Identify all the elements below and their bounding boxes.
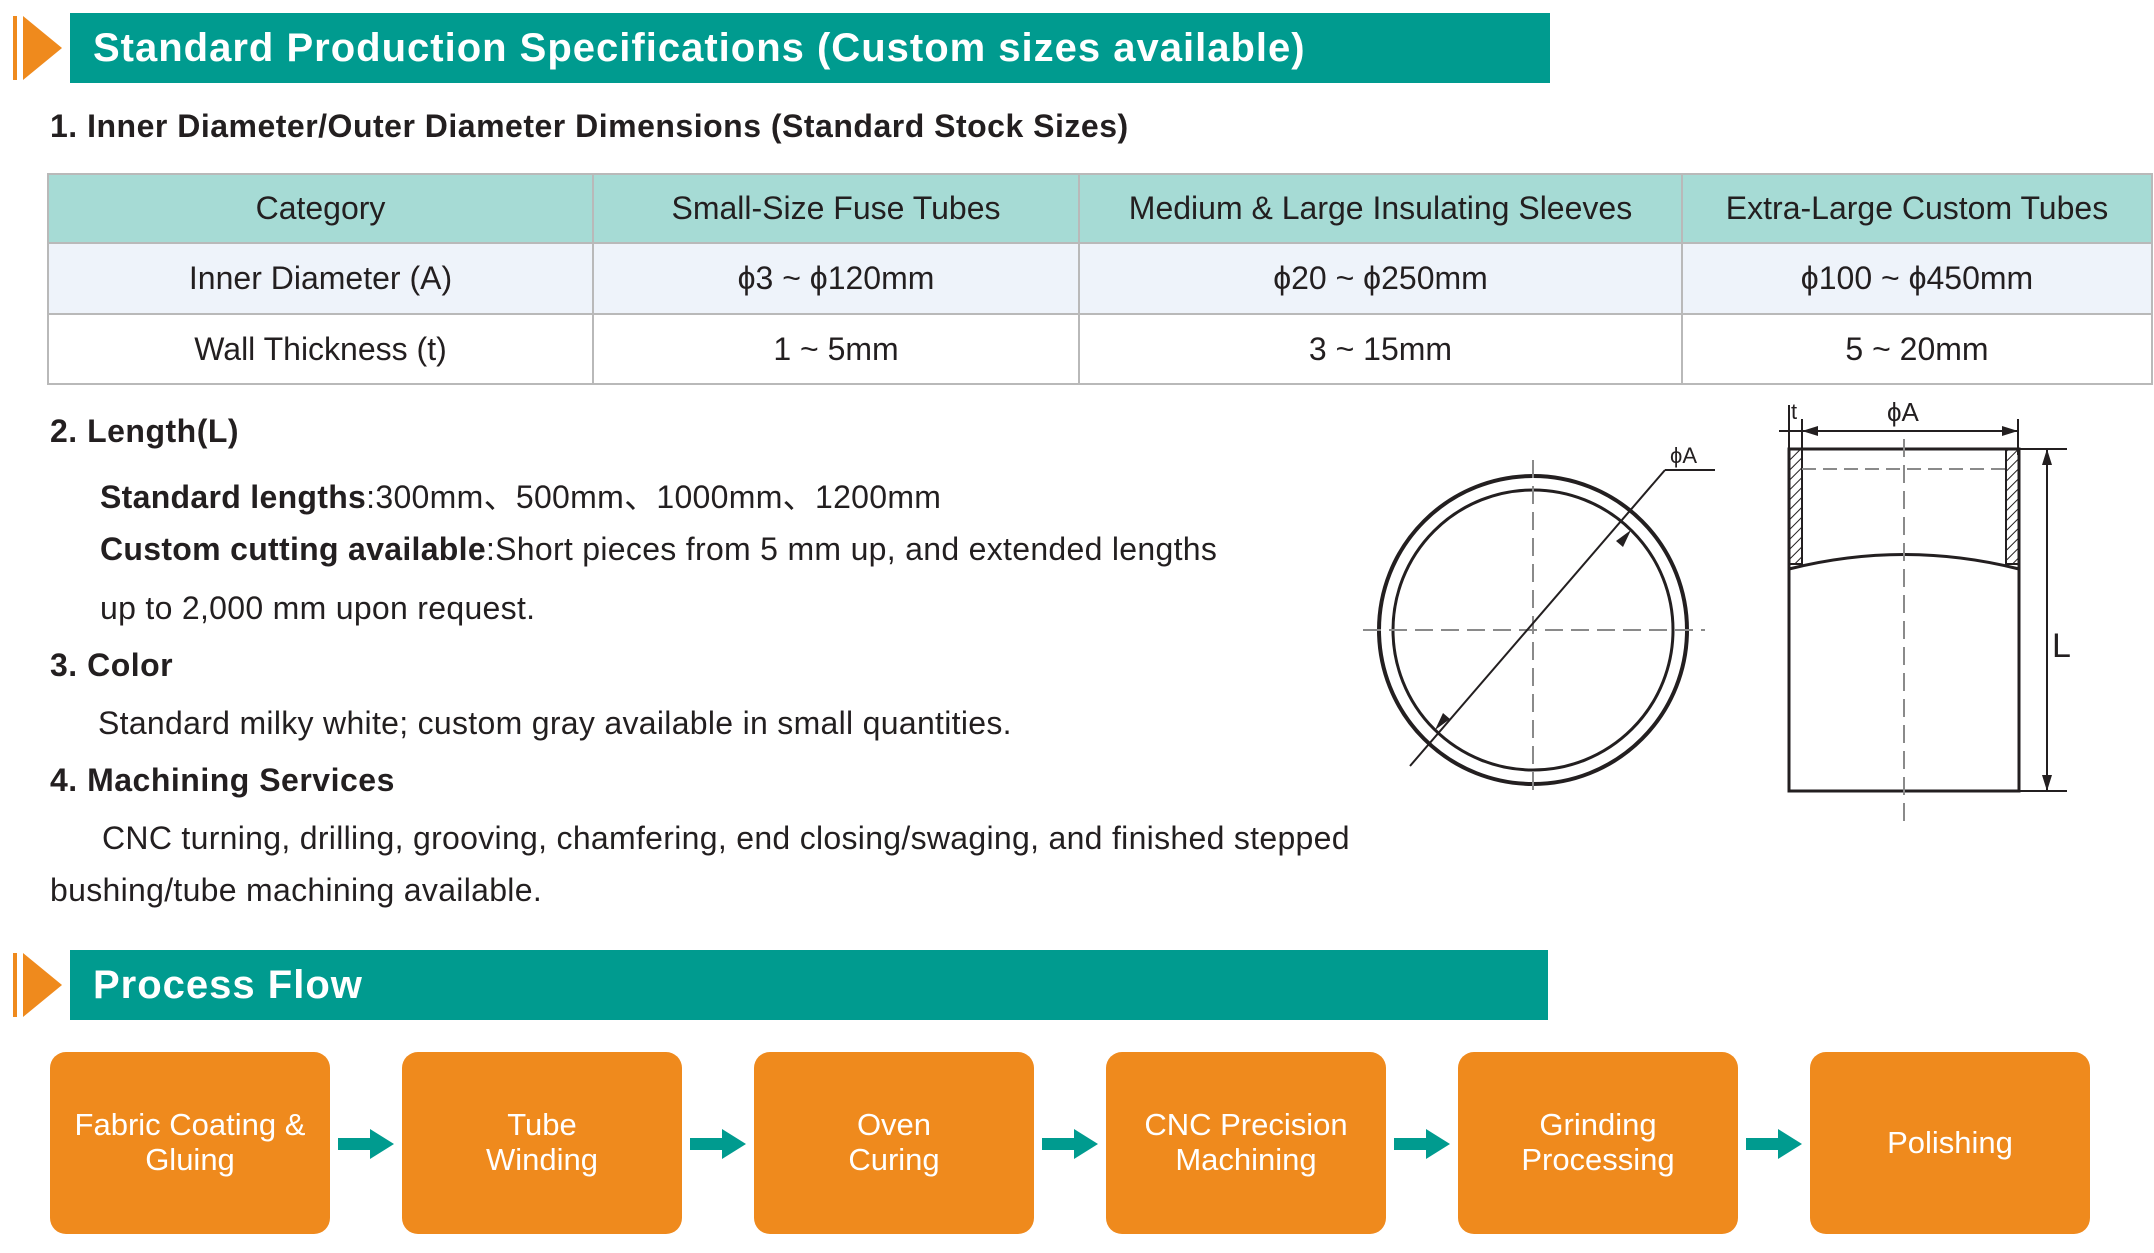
- process-step: Tube Winding: [402, 1052, 682, 1234]
- section-banner-process-flow: Process Flow: [8, 950, 1550, 1020]
- table-cell: 3 ~ 15mm: [1078, 313, 1683, 385]
- table-row: Inner Diameter (A) ϕ3 ~ ϕ120mm ϕ20 ~ ϕ25…: [47, 242, 2153, 315]
- table-cell: Inner Diameter (A): [47, 242, 594, 315]
- process-step: CNC Precision Machining: [1106, 1052, 1386, 1234]
- table-cell: ϕ20 ~ ϕ250mm: [1078, 242, 1683, 315]
- diameter-arrow-left-icon: [1802, 426, 1818, 436]
- diameter-arrow-lower-icon: [1435, 713, 1450, 730]
- table-cell: 5 ~ 20mm: [1681, 313, 2153, 385]
- length-arrow-top-icon: [2042, 449, 2052, 465]
- table-header-row: Category Small-Size Fuse Tubes Medium & …: [47, 173, 2153, 244]
- table-cell: 1 ~ 5mm: [592, 313, 1080, 385]
- section-title: Process Flow: [93, 963, 363, 1007]
- table-header-cell: Extra-Large Custom Tubes: [1681, 173, 2153, 244]
- length-label: L: [2052, 627, 2071, 665]
- process-step: Polishing: [1810, 1052, 2090, 1234]
- length-arrow-bottom-icon: [2042, 775, 2052, 791]
- side-diameter-label: ϕA: [1887, 397, 1920, 427]
- machining-heading: 4. Machining Services: [50, 762, 395, 798]
- tube-wall-right: [2005, 448, 2020, 565]
- banner-bar: [16, 950, 1548, 1020]
- machining-text-line2: bushing/tube machining available.: [50, 872, 543, 908]
- circle-diameter-label: ϕA: [1670, 443, 1697, 468]
- flow-arrow-icon: [1042, 1129, 1098, 1159]
- thickness-label: t: [1791, 399, 1797, 424]
- table-header-cell: Category: [47, 173, 594, 244]
- color-text: Standard milky white; custom gray availa…: [98, 705, 1012, 741]
- custom-cutting-continued: up to 2,000 mm upon request.: [100, 590, 536, 626]
- section-title: Standard Production Specifications (Cust…: [93, 26, 1306, 70]
- diameter-line: [1409, 469, 1666, 767]
- standard-lengths-label: Standard lengths: [100, 479, 367, 515]
- custom-cutting-label: Custom cutting available: [100, 531, 486, 567]
- banner-arrow-icon: [8, 13, 70, 83]
- flow-arrow-icon: [1746, 1129, 1802, 1159]
- tube-wall-left: [1788, 448, 1803, 565]
- table-header-cell: Medium & Large Insulating Sleeves: [1078, 173, 1683, 244]
- flow-arrow-icon: [338, 1129, 394, 1159]
- diameter-arrow-right-icon: [2002, 426, 2018, 436]
- table-row: Wall Thickness (t) 1 ~ 5mm 3 ~ 15mm 5 ~ …: [47, 313, 2153, 385]
- cross-section-diagram: ϕA: [1363, 443, 1715, 798]
- flow-arrow-icon: [690, 1129, 746, 1159]
- flow-arrow-icon: [1394, 1129, 1450, 1159]
- banner-arrow-icon: [8, 950, 70, 1020]
- tube-side-diagram: t ϕA L: [1779, 397, 2071, 825]
- color-heading: 3. Color: [50, 647, 174, 683]
- table-header-cell: Small-Size Fuse Tubes: [592, 173, 1080, 244]
- standard-lengths-value: :300mm、500mm、1000mm、1200mm: [366, 479, 942, 515]
- machining-text-line1: CNC turning, drilling, grooving, chamfer…: [102, 820, 1350, 856]
- table-cell: Wall Thickness (t): [47, 313, 594, 385]
- custom-cutting-line: Custom cutting available:Short pieces fr…: [100, 531, 1217, 568]
- process-step: Oven Curing: [754, 1052, 1034, 1234]
- custom-cutting-value: :Short pieces from 5 mm up, and extended…: [485, 531, 1218, 567]
- table-cell: ϕ3 ~ ϕ120mm: [592, 242, 1080, 315]
- section-banner-specifications: Standard Production Specifications (Cust…: [8, 13, 1550, 83]
- table-cell: ϕ100 ~ ϕ450mm: [1681, 242, 2153, 315]
- diameter-arrow-upper-icon: [1616, 530, 1631, 547]
- length-heading: 2. Length(L): [50, 413, 240, 449]
- dimensions-heading: 1. Inner Diameter/Outer Diameter Dimensi…: [50, 108, 1129, 144]
- process-step: Grinding Processing: [1458, 1052, 1738, 1234]
- process-step: Fabric Coating & Gluing: [50, 1052, 330, 1234]
- banner-bar: [16, 13, 1550, 83]
- dimensions-table: Category Small-Size Fuse Tubes Medium & …: [47, 173, 2153, 385]
- standard-lengths-line: Standard lengths:300mm、500mm、1000mm、1200…: [100, 472, 941, 518]
